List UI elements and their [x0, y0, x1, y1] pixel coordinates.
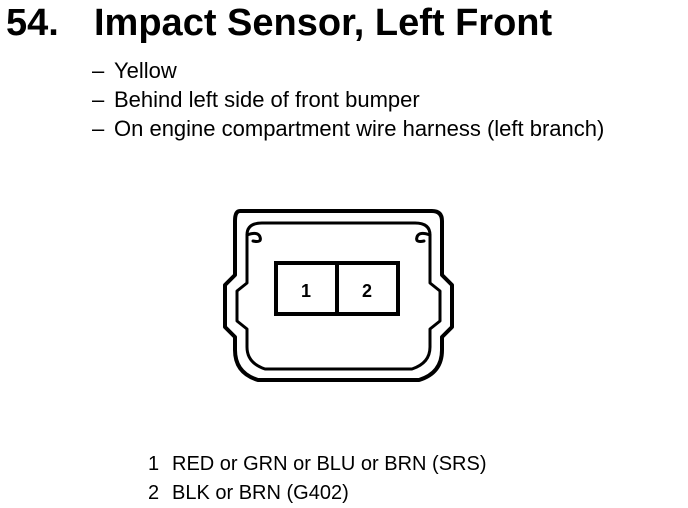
detail-list: –Yellow –Behind left side of front bumpe…	[92, 56, 604, 143]
pinout-row: 2 BLK or BRN (G402)	[148, 479, 487, 508]
pinout-pin-number: 2	[148, 482, 160, 504]
pinout-pin-number: 1	[148, 453, 160, 475]
latch-hook-left-icon	[245, 231, 262, 243]
pinout-list: 1 RED or GRN or BLU or BRN (SRS) 2 BLK or …	[148, 450, 487, 508]
detail-item-harness: –On engine compartment wire harness (lef…	[92, 114, 604, 143]
detail-bullet: –	[92, 87, 105, 112]
pinout-row: 1 RED or GRN or BLU or BRN (SRS)	[148, 450, 487, 479]
pin-1-label: 1	[301, 281, 311, 301]
detail-text: Behind left side of front bumper	[114, 87, 420, 112]
section-number: 54.	[6, 2, 59, 44]
detail-item-location: –Behind left side of front bumper	[92, 85, 604, 114]
connector-diagram: 1 2	[223, 209, 454, 382]
pinout-wires: RED or GRN or BLU or BRN (SRS)	[172, 453, 487, 475]
pinout-wires: BLK or BRN (G402)	[172, 482, 349, 504]
detail-bullet: –	[92, 58, 105, 83]
detail-bullet: –	[92, 116, 105, 141]
detail-item-color: –Yellow	[92, 56, 604, 85]
detail-text: On engine compartment wire harness (left…	[114, 116, 605, 141]
section-title: Impact Sensor, Left Front	[94, 2, 553, 44]
latch-hook-right-icon	[415, 231, 432, 243]
detail-text: Yellow	[114, 58, 177, 83]
section-heading: 54. Impact Sensor, Left Front	[6, 0, 552, 46]
pin-2-label: 2	[362, 281, 372, 301]
connector-housing-outer	[223, 209, 454, 382]
